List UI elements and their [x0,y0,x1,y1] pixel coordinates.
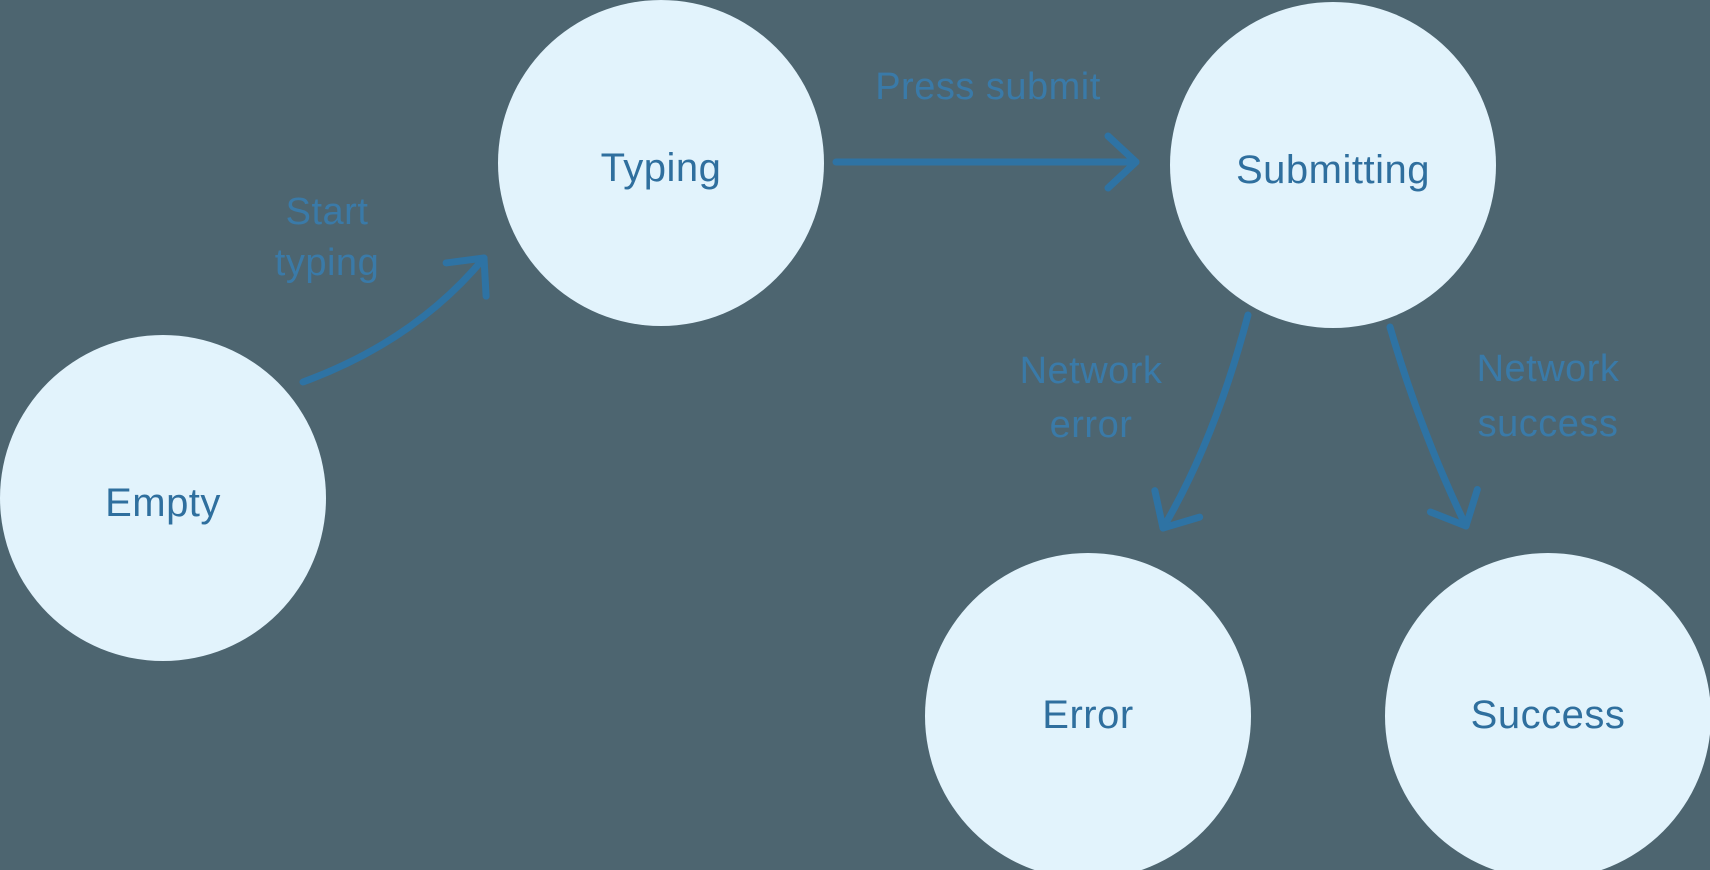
state-node-empty [0,335,326,661]
transition-label-press-submit: Press submit [875,66,1101,108]
state-label-error: Error [1042,693,1133,737]
transition-arrow-empty-to-typing [299,254,490,386]
state-node-error [925,553,1251,870]
transition-label-network-success-line1: Network [1477,348,1620,390]
transition-label-start-typing-line1: Start [286,191,369,233]
state-node-success [1385,553,1710,870]
state-label-success: Success [1471,693,1626,737]
state-label-submitting: Submitting [1236,148,1430,192]
transition-label-network-success-line2: success [1478,403,1619,445]
state-label-typing: Typing [601,146,722,190]
transition-arrow-submitting-to-success [1386,323,1481,530]
transition-arrow-submitting-to-error [1151,311,1252,532]
state-node-typing [498,0,824,326]
state-label-empty: Empty [105,481,221,525]
transition-label-start-typing-line2: typing [275,242,379,284]
state-node-submitting [1170,2,1496,328]
transition-label-network-error-line1: Network [1020,350,1163,392]
transition-label-network-error-line2: error [1050,404,1133,446]
